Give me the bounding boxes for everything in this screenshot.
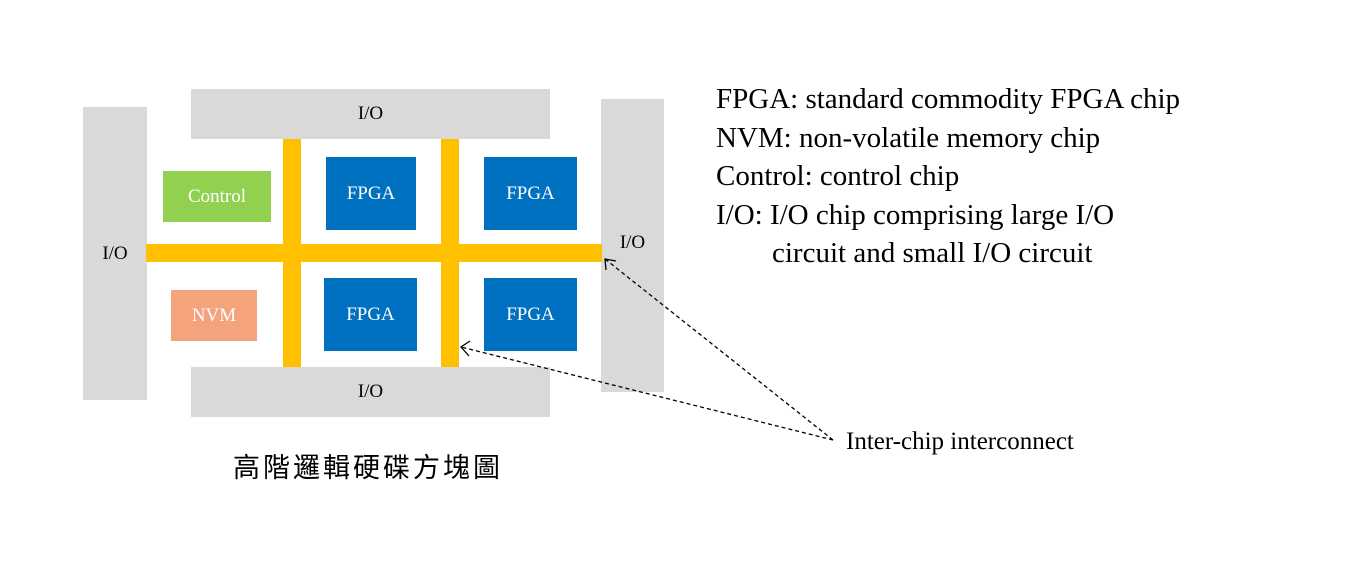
arrowhead-right-io — [604, 258, 617, 271]
legend: FPGA: standard commodity FPGA chip NVM: … — [716, 80, 1180, 273]
fpga-chip: FPGA — [326, 157, 416, 230]
io-chip-right-label: I/O — [619, 231, 646, 253]
interconnect-vertical-left — [283, 139, 301, 367]
diagram-caption: 高階邏輯硬碟方塊圖 — [233, 453, 503, 484]
legend-item-control: Control: control chip — [716, 160, 960, 192]
nvm-chip: NVM — [171, 290, 257, 341]
fpga-chip: FPGA — [484, 157, 577, 230]
nvm-chip-label: NVM — [191, 304, 237, 326]
io-chip-right: I/O — [601, 99, 664, 392]
arrow-line-right-io — [604, 258, 834, 441]
io-chip-left-label: I/O — [102, 242, 128, 264]
fpga-chip: FPGA — [324, 278, 417, 351]
interconnect-annotation: Inter-chip interconnect — [846, 428, 1074, 455]
legend-item-nvm: NVM: non-volatile memory chip — [716, 121, 1101, 154]
arrow-line-bus — [460, 346, 834, 441]
fpga-chip-label: FPGA — [346, 303, 395, 325]
control-chip: Control — [163, 171, 271, 222]
fpga-chip-label: FPGA — [506, 182, 555, 204]
control-chip-label: Control — [187, 185, 247, 207]
interconnect-vertical-right — [441, 139, 459, 367]
interconnect-horizontal — [146, 244, 602, 262]
io-chip-top: I/O — [191, 89, 550, 139]
legend-item-io: I/O: I/O chip comprising large I/O — [716, 198, 1115, 231]
io-chip-left: I/O — [83, 107, 147, 400]
fpga-chip-label: FPGA — [506, 303, 555, 325]
legend-item-io-continued: circuit and small I/O circuit — [772, 237, 1093, 269]
legend-item-fpga: FPGA: standard commodity FPGA chip — [716, 83, 1181, 115]
io-chip-bottom-label: I/O — [357, 381, 384, 402]
fpga-chip: FPGA — [484, 278, 577, 351]
arrowhead-bus — [460, 340, 471, 357]
fpga-chip-label: FPGA — [346, 182, 396, 204]
io-chip-bottom: I/O — [191, 367, 550, 417]
io-chip-top-label: I/O — [357, 103, 384, 124]
